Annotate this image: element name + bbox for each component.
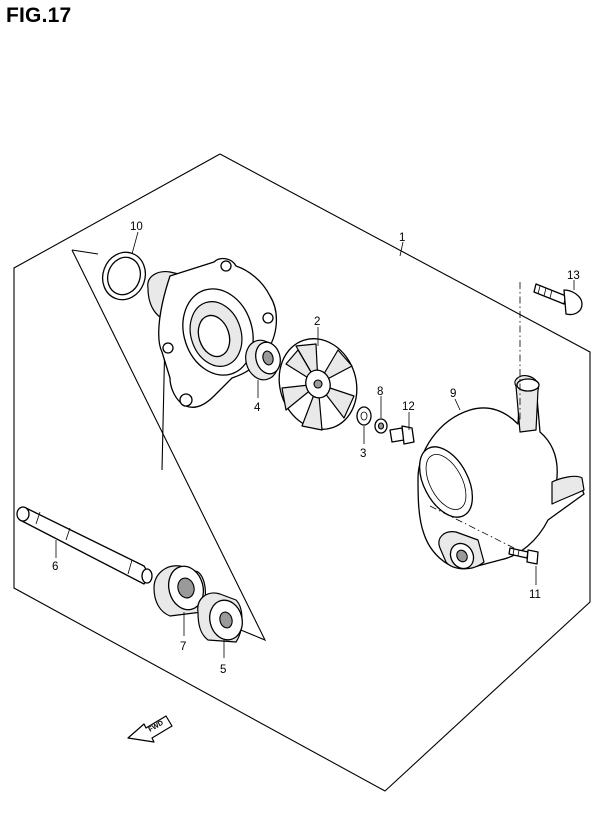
o-ring-part — [101, 251, 147, 301]
fwd-arrow-icon: FWD — [127, 715, 173, 743]
washer-part — [356, 406, 372, 426]
callout-12: 12 — [402, 401, 415, 413]
pump-case-part — [147, 257, 277, 408]
callout-10: 10 — [130, 221, 143, 233]
callout-8: 8 — [377, 386, 383, 398]
assembly-boundary — [13, 153, 591, 792]
pump-cover-part — [417, 282, 585, 570]
callout-4: 4 — [254, 402, 261, 414]
callout-6: 6 — [52, 561, 58, 573]
lock-washer-part — [374, 418, 388, 434]
callout-3: 3 — [360, 448, 366, 460]
leader-lines — [55, 231, 575, 658]
callout-13: 13 — [567, 270, 580, 282]
impeller-shaft-part — [16, 506, 153, 585]
impeller-bolt-part — [389, 425, 415, 445]
mounting-bolt-part — [533, 283, 583, 316]
bearing-part — [153, 565, 207, 617]
cover-screw-part — [508, 547, 539, 565]
callout-7: 7 — [180, 641, 186, 653]
callout-2: 2 — [314, 316, 320, 328]
callout-11: 11 — [529, 589, 541, 601]
callout-5: 5 — [220, 664, 226, 676]
figure-title: FIG.17 — [6, 4, 72, 27]
mechanical-seal-part — [245, 339, 281, 381]
callout-1: 1 — [399, 232, 405, 244]
impeller-part — [278, 338, 358, 431]
oil-seal-part — [197, 592, 243, 643]
callout-9: 9 — [450, 388, 456, 400]
